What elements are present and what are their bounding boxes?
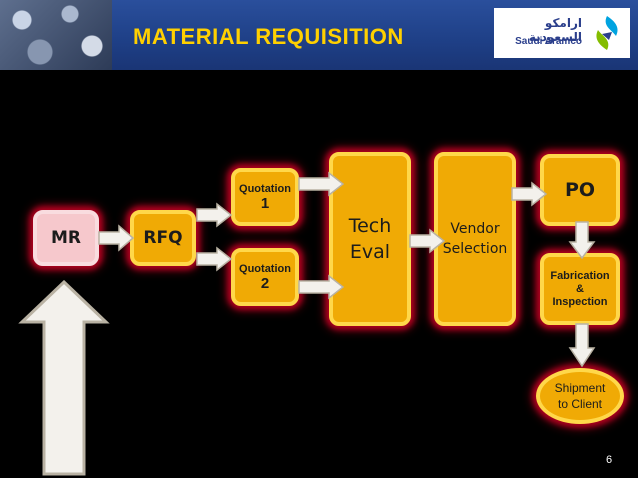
tech-eval-line-1: Tech: [348, 215, 392, 237]
rfq-node: RFQ: [130, 210, 196, 266]
tech-eval-line-2: Eval: [349, 241, 391, 263]
fabrication-line-2: &: [576, 282, 584, 295]
arrow-po-to-fabrication: [568, 221, 596, 260]
header-photo: [0, 0, 112, 70]
shipment-to-client-node: Shipment to Client: [536, 368, 624, 424]
vendor-selection-node: Vendor Selection: [434, 152, 516, 326]
po-label: PO: [564, 179, 596, 201]
mr-label: MR: [50, 228, 81, 248]
slide-header: MATERIAL REQUISITION ارامكو السعودية Sau…: [0, 0, 638, 70]
shipment-line-2: to Client: [557, 397, 603, 411]
tech-eval-node: Tech Eval: [329, 152, 411, 326]
logo-english-text: Saudi Aramco: [515, 36, 582, 47]
arrow-fabrication-to-shipment: [568, 323, 596, 368]
quotation-2-node: Quotation 2: [231, 248, 299, 306]
quotation-1-node: Quotation 1: [231, 168, 299, 226]
quotation-2-number: 2: [260, 274, 270, 292]
slide-number: 6: [606, 454, 613, 466]
saudi-aramco-logo: ارامكو السعودية Saudi Aramco: [494, 8, 630, 58]
quotation-2-label: Quotation: [239, 262, 291, 275]
slide-title: MATERIAL REQUISITION: [133, 24, 404, 49]
fabrication-inspection-node: Fabrication & Inspection: [540, 253, 620, 325]
shipment-line-1: Shipment: [554, 381, 606, 395]
quotation-1-label: Quotation: [239, 182, 291, 195]
rfq-label: RFQ: [143, 228, 183, 248]
logo-arabic-text: ارامكو السعودية: [528, 16, 582, 44]
arrow-quotation-1-to-tech-eval: [298, 171, 345, 197]
arrow-tech-eval-to-vendor: [409, 228, 446, 254]
arrow-rfq-to-quotation-2: [196, 246, 233, 272]
arrow-vendor-to-po: [511, 181, 548, 207]
mr-node: MR: [33, 210, 99, 266]
vendor-selection-line-1: Vendor: [450, 221, 500, 237]
quotation-1-number: 1: [260, 194, 270, 212]
po-node: PO: [540, 154, 620, 226]
arrow-rfq-to-quotation-1: [196, 202, 233, 228]
fabrication-line-3: Inspection: [552, 295, 608, 308]
vendor-selection-line-2: Selection: [442, 241, 508, 257]
arrow-quotation-2-to-tech-eval: [298, 274, 345, 300]
fabrication-line-1: Fabrication: [550, 269, 610, 282]
aramco-star-icon: [596, 16, 618, 50]
arrow-mr-to-rfq: [98, 224, 135, 252]
upward-arrow: [18, 280, 110, 476]
